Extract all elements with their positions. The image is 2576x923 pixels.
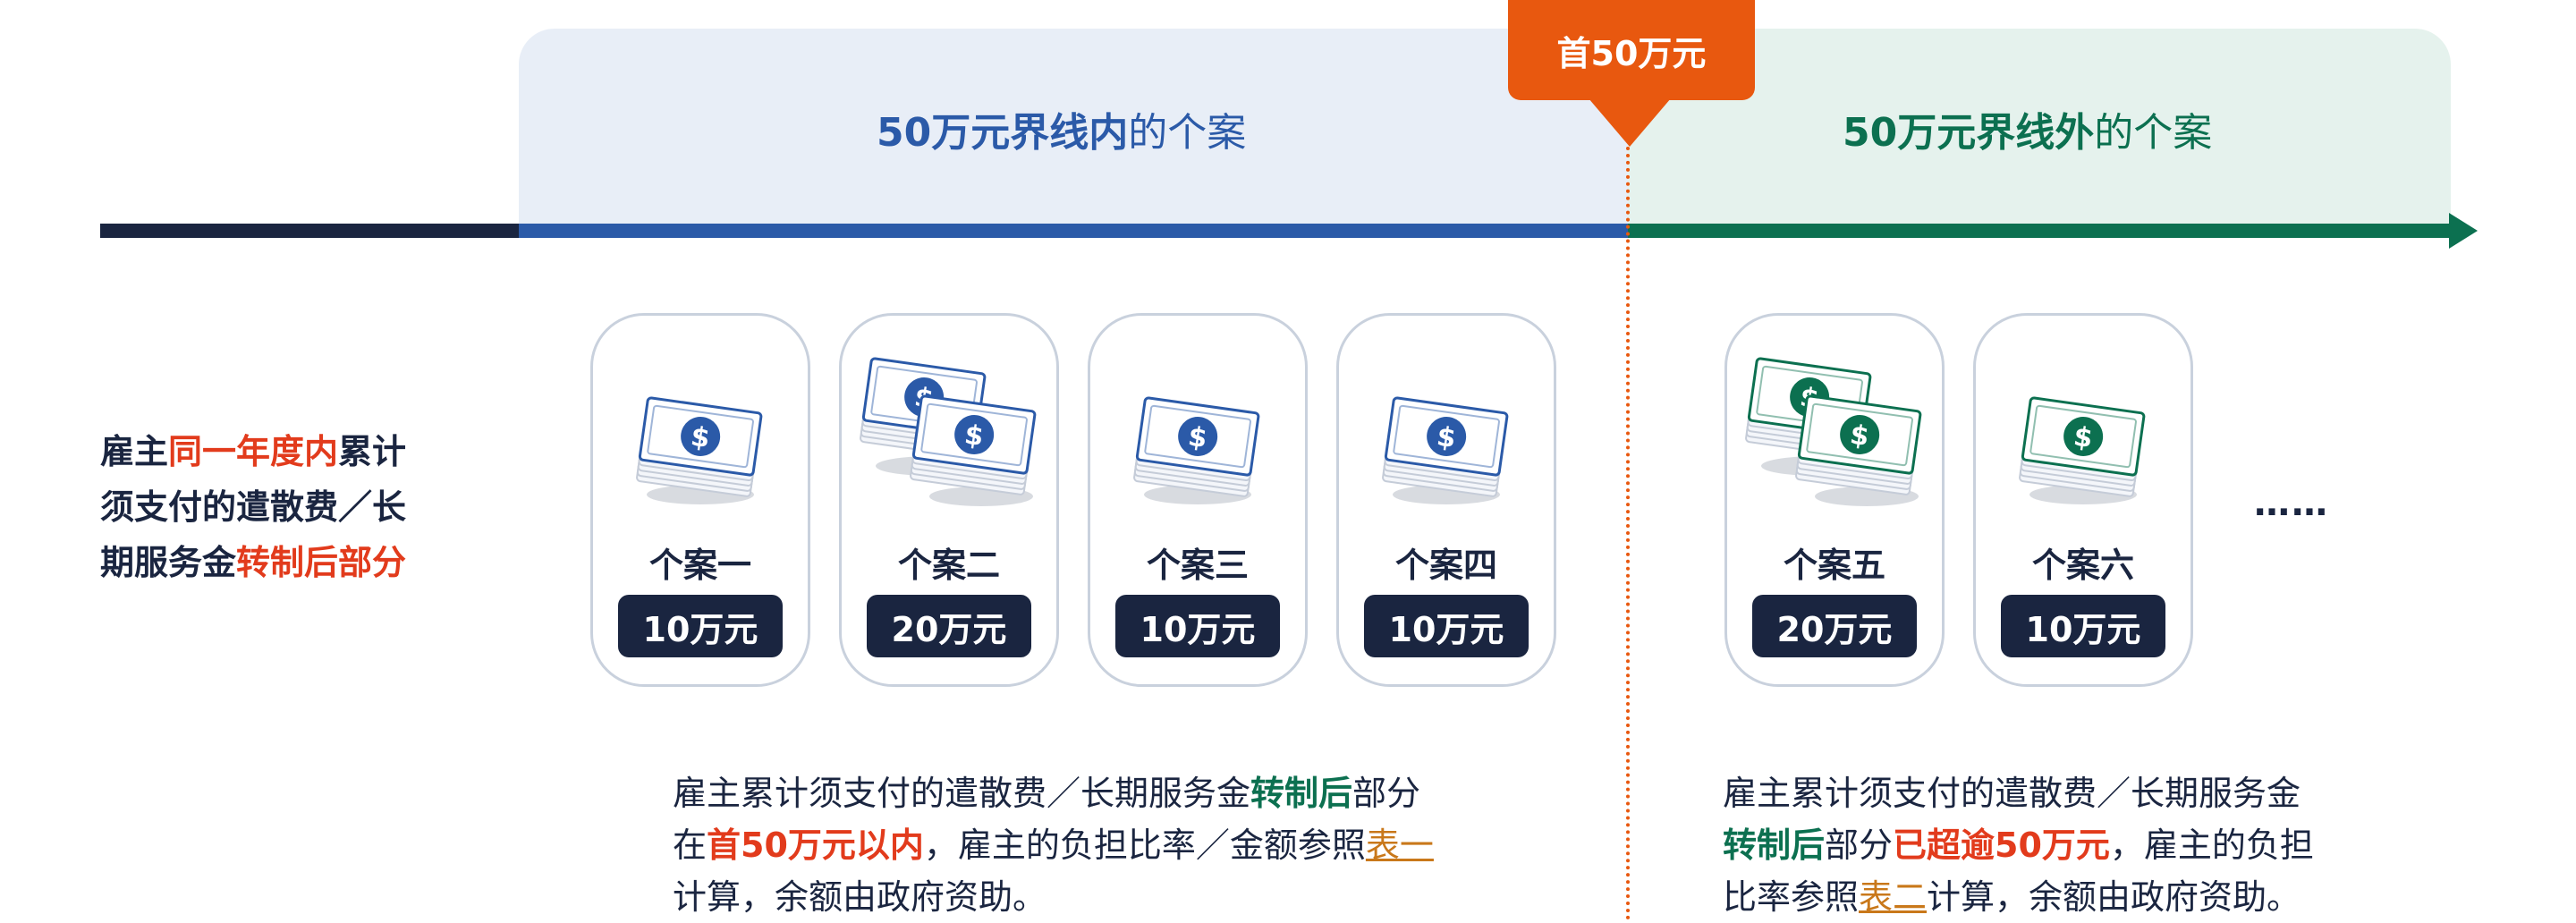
case-amount: 10万元 xyxy=(2001,595,2165,657)
zone-outside-title: 50万元界线外的个案 xyxy=(1843,110,2213,156)
zone-inside-title: 50万元界线内的个案 xyxy=(877,110,1247,156)
svg-text:$: $ xyxy=(2072,421,2095,455)
more-cases-ellipsis: …… xyxy=(2254,483,2329,524)
money-stack-icon: $ xyxy=(1382,396,1509,504)
case-name: 个案六 xyxy=(2031,546,2134,585)
case-card: $ 个案六 10万元 xyxy=(1973,313,2193,687)
side-label: 雇主同一年度内累计 须支付的遣散费／长 期服务金转制后部分 xyxy=(100,432,407,582)
money-stack-icon: $ xyxy=(636,396,763,504)
table-one-link[interactable]: 表一 xyxy=(1365,826,1434,865)
zone-inside-bg xyxy=(519,29,1628,229)
case-card: $$ 个案二 20万元 xyxy=(839,313,1059,687)
timeline-outside-segment xyxy=(1628,224,2451,238)
threshold-line xyxy=(1626,147,1630,920)
case-card: $ 个案一 10万元 xyxy=(590,313,810,687)
money-stack-icon: $ xyxy=(1133,396,1260,504)
money-stack-icon: $$ xyxy=(1745,357,1922,506)
timeline-arrow-icon xyxy=(2449,213,2478,249)
case-card: $ 个案三 10万元 xyxy=(1088,313,1308,687)
case-card: $$ 个案五 20万元 xyxy=(1724,313,1945,687)
case-amount: 20万元 xyxy=(1752,595,1917,657)
svg-text:$: $ xyxy=(1435,421,1458,455)
case-amount: 20万元 xyxy=(867,595,1031,657)
money-stack-icon: $ xyxy=(2019,396,2146,504)
inside-description: 雇主累计须支付的遣散费／长期服务金转制后部分 在首50万元以内，雇主的负担比率／… xyxy=(673,774,1434,917)
case-amount: 10万元 xyxy=(1364,595,1529,657)
timeline-start-segment xyxy=(100,224,521,238)
threshold-marker: 首50万元 xyxy=(1508,0,1755,100)
threshold-marker-pointer xyxy=(1589,98,1671,147)
case-name: 个案一 xyxy=(648,546,751,585)
case-card: $ 个案四 10万元 xyxy=(1336,313,1556,687)
money-stack-icon: $$ xyxy=(860,357,1037,506)
case-name: 个案五 xyxy=(1783,546,1885,585)
svg-text:$: $ xyxy=(689,421,712,455)
case-amount: 10万元 xyxy=(618,595,783,657)
svg-text:$: $ xyxy=(1186,421,1209,455)
case-amount: 10万元 xyxy=(1115,595,1280,657)
outside-description: 雇主累计须支付的遣散费／长期服务金 转制后部分已超逾50万元，雇主的负担 比率参… xyxy=(1723,774,2314,917)
timeline-inside-segment xyxy=(519,224,1628,238)
zone-outside-bg xyxy=(1628,29,2451,229)
case-name: 个案二 xyxy=(897,546,1000,585)
svg-text:$: $ xyxy=(962,419,986,453)
case-name: 个案四 xyxy=(1394,546,1497,585)
svg-text:$: $ xyxy=(1848,419,1871,453)
case-name: 个案三 xyxy=(1146,546,1249,585)
table-two-link[interactable]: 表二 xyxy=(1859,877,1928,917)
